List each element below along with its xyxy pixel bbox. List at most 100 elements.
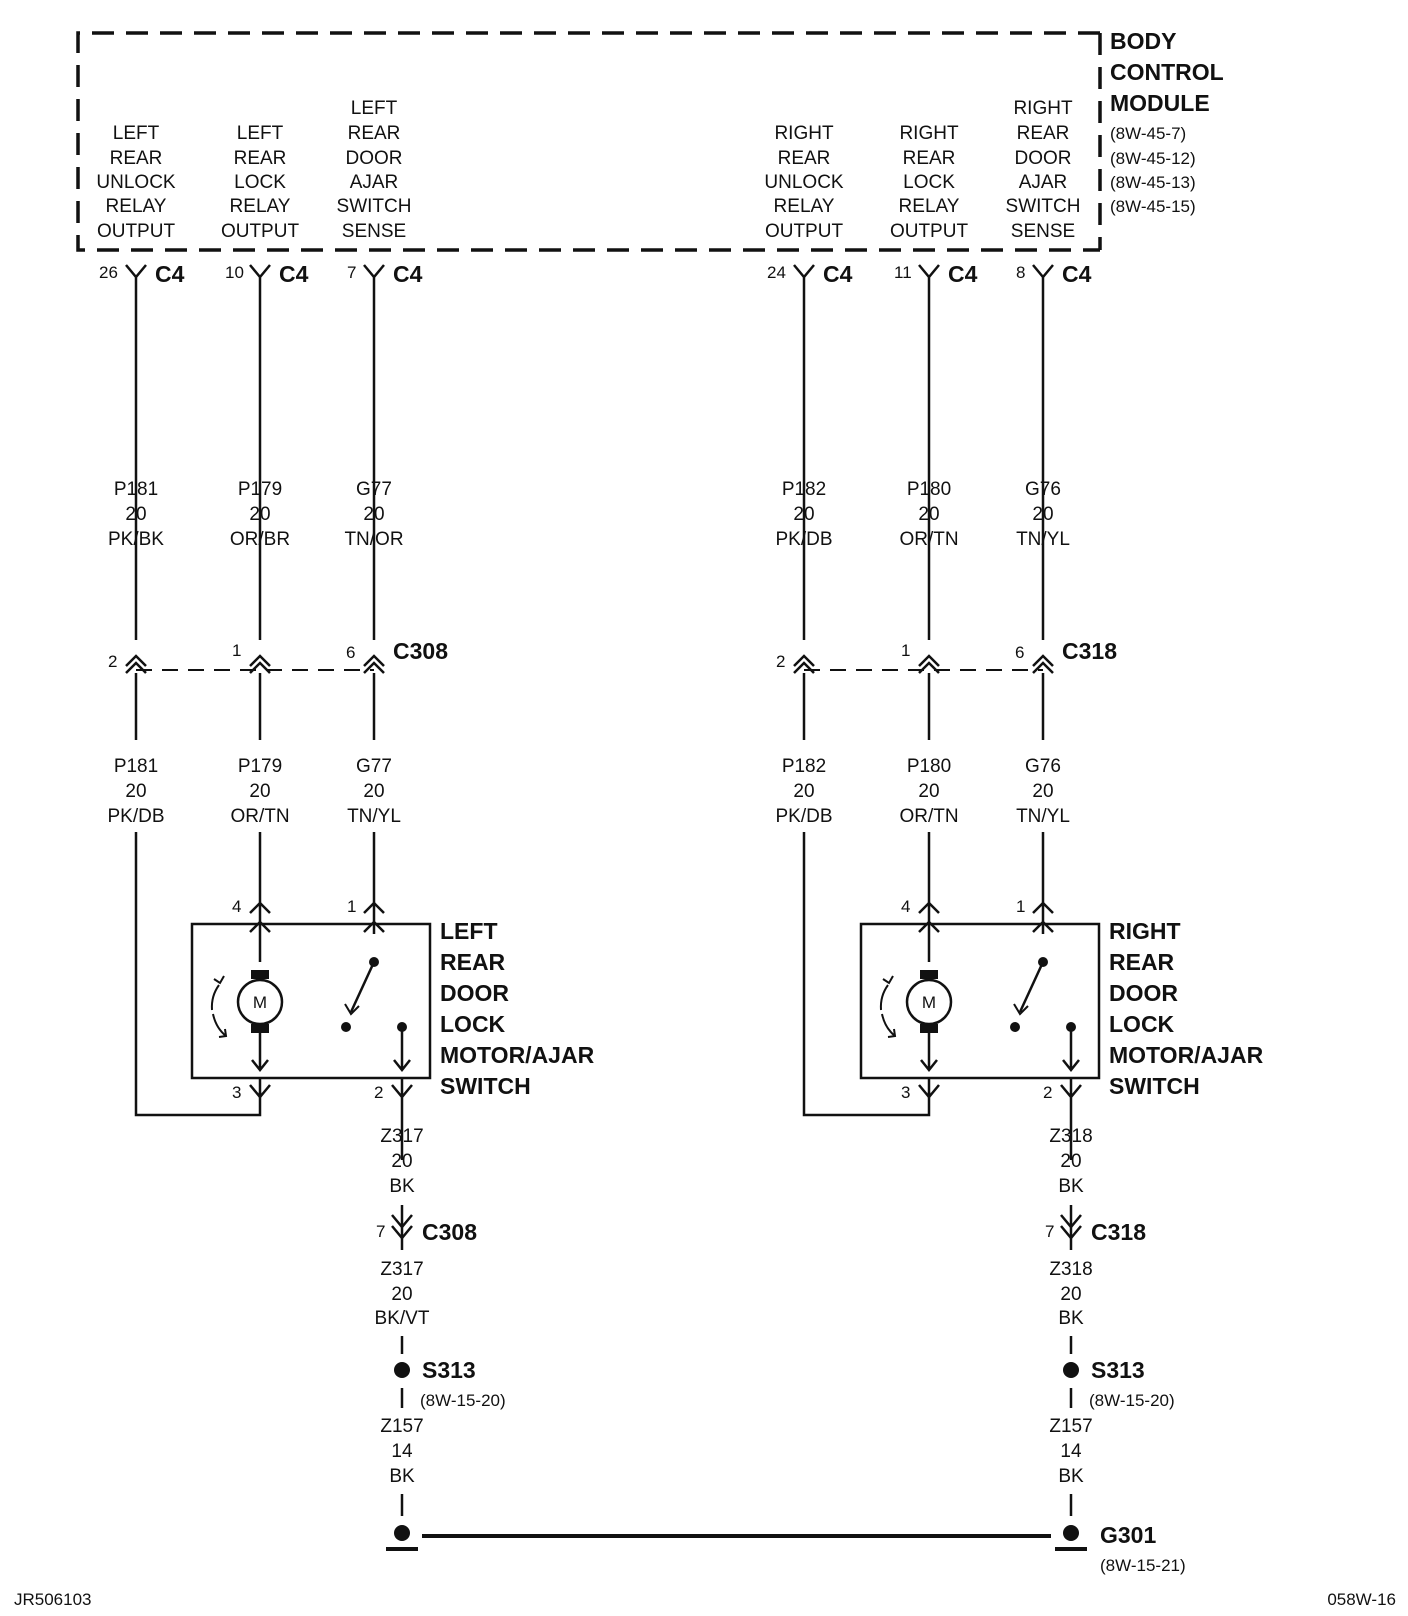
pin-number: 1 (901, 641, 910, 660)
wire-gauge: 20 (391, 1151, 412, 1172)
terminal-label-line: REAR (1017, 123, 1070, 144)
connector-name: C4 (279, 261, 309, 287)
wire-color: OR/BR (230, 529, 290, 550)
pin-number: 26 (99, 263, 118, 282)
inline-connector-c308: 2 1 6 C308 (108, 638, 448, 674)
ground-name: G301 (1100, 1522, 1156, 1548)
pin-number: 7 (347, 263, 356, 282)
connector-name: C318 (1062, 638, 1117, 664)
pin-number: 4 (232, 897, 241, 916)
terminal-label-line: RELAY (899, 196, 960, 217)
connector-name: C318 (1091, 1219, 1146, 1245)
terminal-label-line: OUTPUT (221, 221, 300, 242)
terminal-label-line: RIGHT (1013, 98, 1073, 119)
motor-symbol: M (253, 993, 267, 1012)
terminal-label-right-ajar: RIGHT REAR DOOR AJAR SWITCH SENSE (1006, 98, 1081, 242)
splice-name: S313 (422, 1357, 476, 1383)
wire-gauge: 20 (249, 504, 270, 525)
bcm-ref: (8W-45-13) (1110, 173, 1196, 192)
actuator-title-line: LOCK (440, 1011, 506, 1037)
actuator-title-line: MOTOR/AJAR (440, 1042, 595, 1068)
wire-circuit: P181 (114, 479, 158, 500)
pin-number: 2 (776, 652, 785, 671)
wire-gauge: 20 (391, 1284, 412, 1305)
actuator-housing (859, 922, 1101, 1080)
terminal-label-line: REAR (903, 148, 956, 169)
connector-name: C4 (823, 261, 853, 287)
wire-color: PK/DB (107, 806, 164, 827)
terminal-label-left-ajar: LEFT REAR DOOR AJAR SWITCH SENSE (337, 98, 412, 242)
rotation-arrow-icon (213, 975, 225, 985)
switch-contact (1010, 1022, 1020, 1032)
wire-circuit: P181 (114, 756, 158, 777)
wire-color: BK (1058, 1466, 1084, 1487)
wire-gauge: 20 (125, 781, 146, 802)
wire-circuit: Z318 (1049, 1259, 1092, 1280)
bcm-c4-pins: 26 C4 10 C4 7 C4 24 C4 11 C4 8 C4 (99, 261, 1092, 640)
terminal-label-line: LOCK (234, 172, 286, 193)
terminal-label-line: REAR (234, 148, 287, 169)
pin-number: 3 (232, 1083, 241, 1102)
motor-brush (251, 1024, 269, 1033)
right-ground-path: Z318 20 BK 7 C318 Z318 20 BK S313 (8W-15… (1045, 1126, 1175, 1516)
wire-gauge: 20 (1032, 504, 1053, 525)
connector-pin-symbol (125, 264, 147, 640)
wire-color: PK/DB (775, 806, 832, 827)
splice-ref: (8W-15-20) (420, 1391, 506, 1410)
terminal-label-line: RIGHT (899, 123, 959, 144)
terminal-label-line: UNLOCK (764, 172, 844, 193)
terminal-label-left-lock: LEFT REAR LOCK RELAY OUTPUT (221, 123, 300, 242)
motor-icon (236, 978, 284, 1026)
terminal-label-line: REAR (778, 148, 831, 169)
left-ground-path: Z317 20 BK 7 C308 Z317 20 BK/VT S313 (8W… (375, 1126, 506, 1516)
wire-color: TN/YL (347, 806, 401, 827)
connector-pin-symbol (793, 264, 815, 640)
motor-symbol: M (922, 993, 936, 1012)
motor-brush (920, 970, 938, 979)
wire-color: BK (389, 1176, 415, 1197)
terminal-label-right-lock: RIGHT REAR LOCK RELAY OUTPUT (890, 123, 969, 242)
splice-icon (1063, 1362, 1079, 1378)
terminal-label-line: SWITCH (1006, 196, 1081, 217)
wire-circuit: Z157 (380, 1416, 423, 1437)
terminal-label-line: OUTPUT (97, 221, 176, 242)
pin-number: 11 (894, 263, 912, 282)
wire-gauge: 20 (1032, 781, 1053, 802)
splice-name: S313 (1091, 1357, 1145, 1383)
wire-gauge: 14 (391, 1441, 413, 1462)
terminal-label-line: RELAY (106, 196, 167, 217)
pin-number: 10 (225, 263, 244, 282)
actuator-title-line: SWITCH (1109, 1073, 1200, 1099)
rotation-arrow-icon (879, 984, 889, 1011)
bcm-module-outline (76, 31, 1102, 252)
actuator-title-line: MOTOR/AJAR (1109, 1042, 1264, 1068)
pin-number: 2 (108, 652, 117, 671)
wire-circuit: Z157 (1049, 1416, 1092, 1437)
wire-gauge: 20 (1060, 1151, 1081, 1172)
ground-icon (394, 1525, 410, 1541)
wire-color: PK/BK (108, 529, 164, 550)
pin-number: 6 (1015, 643, 1024, 662)
wire-circuit: P180 (907, 479, 951, 500)
terminal-label-line: DOOR (346, 148, 403, 169)
pin-number: 7 (376, 1222, 385, 1241)
wire-circuit: P182 (782, 479, 826, 500)
actuator-title-line: REAR (440, 949, 506, 975)
ground-g301: G301 (8W-15-21) (386, 1522, 1186, 1575)
wire-color: TN/YL (1016, 529, 1070, 550)
connector-name: C4 (948, 261, 978, 287)
wire-gauge: 14 (1060, 1441, 1082, 1462)
terminal-label-line: AJAR (1019, 172, 1068, 193)
pin-number: 7 (1045, 1222, 1054, 1241)
wire-circuit: G77 (356, 756, 392, 777)
pin-number: 24 (767, 263, 786, 282)
actuator-title-line: DOOR (1109, 980, 1178, 1006)
terminal-label-line: RELAY (774, 196, 835, 217)
terminal-label-line: RELAY (230, 196, 291, 217)
ground-ref: (8W-15-21) (1100, 1556, 1186, 1575)
wire-color: TN/YL (1016, 806, 1070, 827)
splice-ref: (8W-15-20) (1089, 1391, 1175, 1410)
figure-id-right: 058W-16 (1327, 1590, 1396, 1609)
pin-number: 1 (347, 897, 356, 916)
